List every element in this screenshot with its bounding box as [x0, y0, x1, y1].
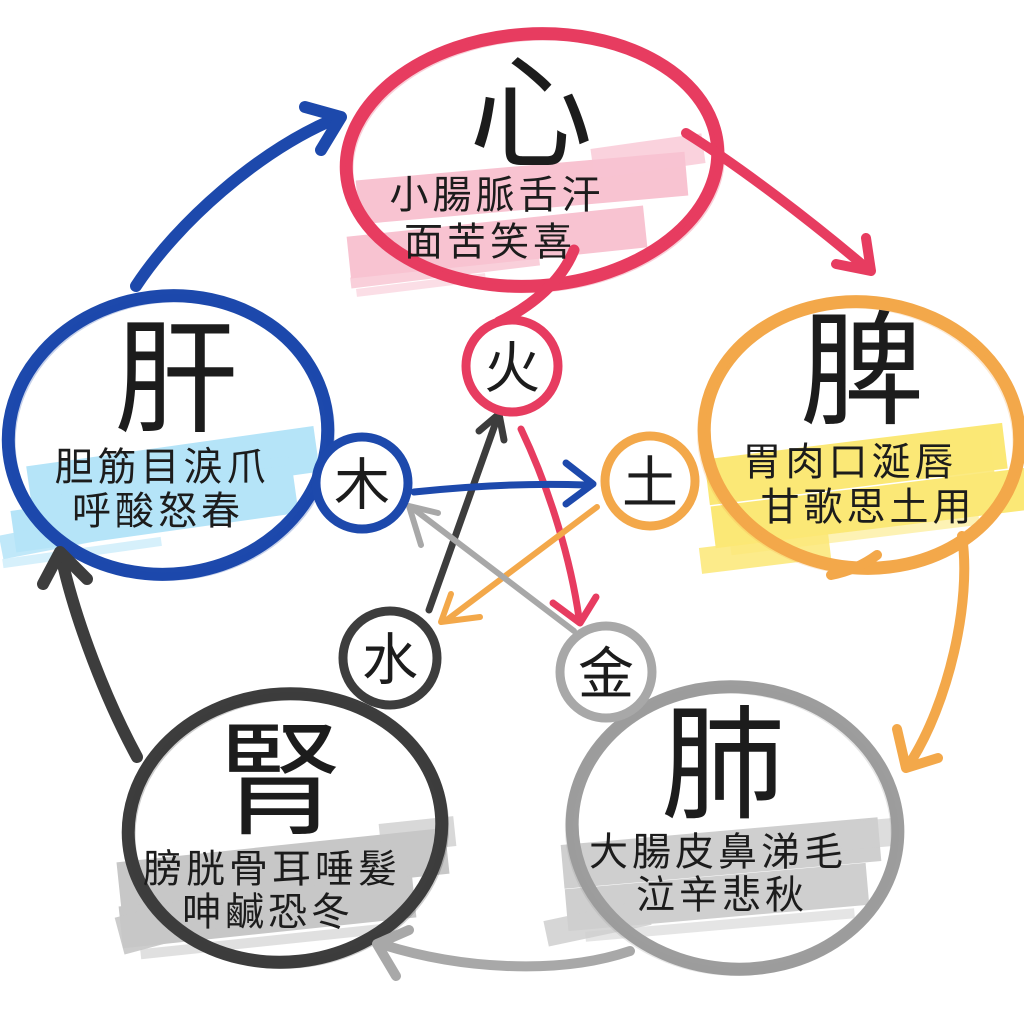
element-earth-label: 土	[622, 452, 678, 517]
element-fire-label: 火	[484, 337, 540, 402]
element-metal-circle	[555, 621, 657, 723]
kidney-attributes-line1: 膀胱骨耳唾髮	[143, 848, 401, 893]
arrow-metal-overcomes-wood	[406, 503, 577, 634]
element-wood-circle	[311, 432, 413, 534]
element-water-label: 水	[362, 629, 418, 694]
heart-attributes-line1: 小腸脈舌汗	[389, 174, 604, 219]
element-water-circle	[338, 606, 442, 710]
arrow-wood-overcomes-earth	[410, 459, 597, 508]
spleen-highlight	[698, 422, 1024, 574]
arrow-liver-to-heart	[130, 101, 347, 292]
lung-attributes-line1: 大腸皮鼻涕毛	[589, 831, 847, 876]
liver-highlight	[0, 426, 320, 569]
liver-attributes-line1: 胆筋目涙爪	[54, 446, 269, 491]
lung-highlight	[543, 817, 902, 947]
arrow-fire-overcomes-metal	[517, 425, 600, 627]
arrow-spleen-to-lung	[892, 531, 970, 773]
element-metal-label: 金	[578, 643, 634, 708]
heart-label: 心	[469, 43, 593, 187]
arrow-lung-to-kidney	[372, 925, 635, 981]
lung-bubble	[564, 680, 905, 976]
liver-bubble	[1, 289, 336, 581]
spleen-attributes-line2: 甘歌思土用	[760, 486, 975, 531]
heart-attributes-line2: 面苦笑喜	[404, 221, 576, 266]
arrow-heart-to-spleen	[681, 128, 876, 276]
spleen-label: 脾	[800, 300, 924, 444]
lung-attributes-line2: 泣辛悲秋	[636, 874, 808, 919]
spleen-attributes-line1: 胃肉口涎唇	[742, 441, 957, 486]
element-fire-circle	[461, 315, 563, 417]
element-earth-circle	[600, 431, 700, 531]
arrow-earth-overcomes-water	[438, 504, 600, 625]
kidney-label: 腎	[218, 710, 342, 854]
liver-label: 肝	[114, 308, 238, 452]
kidney-attributes-line2: 呻鹹恐冬	[182, 891, 354, 936]
spleen-bubble-tail	[826, 550, 882, 580]
arrow-kidney-to-liver	[37, 546, 143, 763]
element-wood-label: 木	[334, 454, 390, 519]
lung-label: 肺	[661, 694, 785, 838]
liver-attributes-line2: 呼酸怒春	[72, 490, 244, 535]
spleen-bubble	[696, 295, 1024, 580]
kidney-bubble	[121, 687, 450, 969]
